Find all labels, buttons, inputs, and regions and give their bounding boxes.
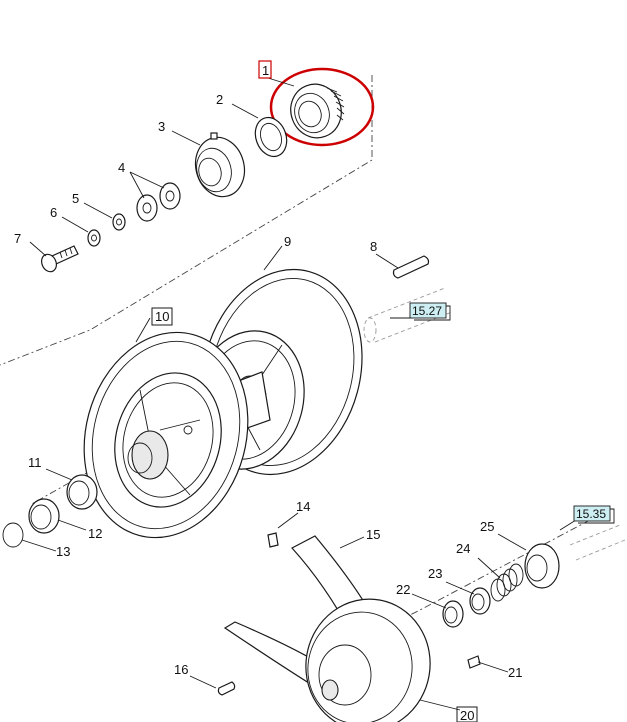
- leader-lines: [21, 77, 577, 711]
- callout-labels: 1 2 3 4 5 6 7 8 9 10 11 12 13 14 15 16 2…: [14, 60, 522, 722]
- callout-10-box: [151, 307, 173, 326]
- part-16-key: [217, 681, 236, 696]
- callout-9: 9: [284, 234, 291, 249]
- callout-1-box: [258, 60, 272, 79]
- callout-23: 23: [428, 566, 442, 581]
- part-20-pulley: [223, 598, 431, 722]
- callout-25: 25: [480, 519, 494, 534]
- reference-15-27-box: [409, 302, 447, 319]
- part-5-washer: [112, 213, 126, 231]
- part-4-washers: [136, 182, 181, 222]
- part-11-bushing: [66, 474, 98, 510]
- reference-15-35-box: [573, 505, 611, 522]
- highlight-ellipse: [269, 67, 375, 147]
- part-13-oring: [2, 522, 24, 548]
- callout-15: 15: [366, 527, 380, 542]
- part-2-ring: [254, 116, 288, 158]
- reference-15-35: 15.35: [576, 507, 606, 521]
- callout-20: 20: [460, 708, 474, 722]
- callout-20-box: [456, 706, 478, 722]
- reference-tags: 15.27 15.35: [409, 302, 615, 524]
- part-1-bearing: [290, 83, 345, 139]
- part-24-spring: [490, 563, 524, 602]
- callout-7: 7: [14, 231, 21, 246]
- part-23-bushing: [469, 587, 491, 615]
- part-7-bolt: [41, 245, 79, 273]
- callout-10: 10: [155, 309, 169, 324]
- part-14-fitting: [267, 532, 279, 548]
- reference-15-27: 15.27: [412, 304, 442, 318]
- callout-4: 4: [118, 160, 125, 175]
- shaft-ghost: [363, 287, 453, 343]
- callout-13: 13: [56, 544, 70, 559]
- part-8-key: [392, 255, 430, 279]
- callout-8: 8: [370, 239, 377, 254]
- part-10-sheave: [83, 331, 249, 539]
- callout-6: 6: [50, 205, 57, 220]
- part-21-fitting: [467, 655, 481, 669]
- part-3-housing: [194, 132, 246, 198]
- callout-3: 3: [158, 119, 165, 134]
- callout-22: 22: [396, 582, 410, 597]
- callout-14: 14: [296, 499, 310, 514]
- callout-2: 2: [216, 92, 223, 107]
- callout-11: 11: [28, 455, 42, 470]
- callout-12: 12: [88, 526, 102, 541]
- callout-1: 1: [262, 63, 269, 78]
- part-25-collar: [524, 543, 560, 589]
- shaft-ghost-2: [569, 524, 626, 561]
- part-22-bushing: [442, 600, 464, 628]
- part-6-washer: [87, 229, 101, 247]
- callout-16: 16: [174, 662, 188, 677]
- callout-21: 21: [508, 665, 522, 680]
- callout-24: 24: [456, 541, 470, 556]
- part-12-bushing: [28, 498, 60, 534]
- callout-5: 5: [72, 191, 79, 206]
